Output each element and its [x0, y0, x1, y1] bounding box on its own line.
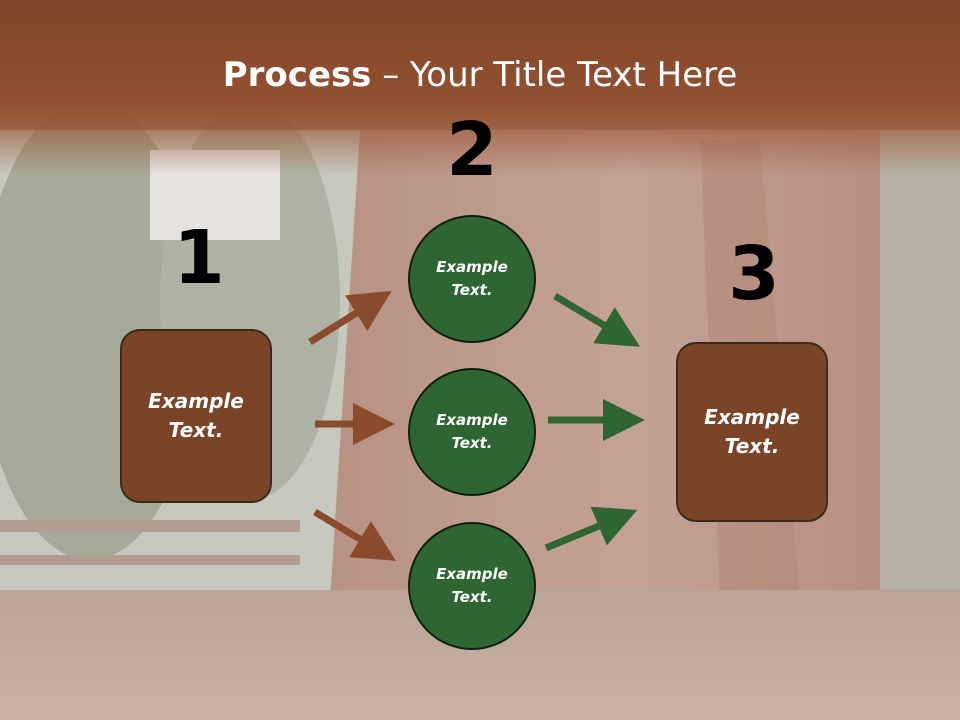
arrow-2a-to-3 — [553, 292, 641, 347]
step-2-circle-2: Example Text. — [408, 368, 536, 496]
step-1-box: Example Text. — [120, 329, 272, 503]
arrow-1-to-2c — [313, 509, 396, 561]
step-2-circle-1: Example Text. — [408, 215, 536, 343]
slide-title: Process – Your Title Text Here — [0, 52, 960, 98]
step-1-text: Example Text. — [148, 389, 244, 442]
step-2-circle-1-text: Example Text. — [436, 258, 508, 299]
step-2-circle-3-text: Example Text. — [436, 565, 508, 606]
step-2-circle-3: Example Text. — [408, 522, 536, 650]
step-3-text: Example Text. — [704, 405, 800, 458]
step-number-2: 2 — [446, 107, 498, 193]
step-number-1: 1 — [173, 215, 225, 301]
title-rest: – Your Title Text Here — [371, 55, 738, 95]
step-2-circle-2-text: Example Text. — [436, 411, 508, 452]
title-bold: Process — [222, 55, 372, 95]
step-3-box: Example Text. — [676, 342, 828, 522]
arrow-2c-to-3 — [544, 506, 638, 552]
arrow-1-to-2a — [308, 290, 392, 345]
step-number-3: 3 — [728, 231, 780, 317]
